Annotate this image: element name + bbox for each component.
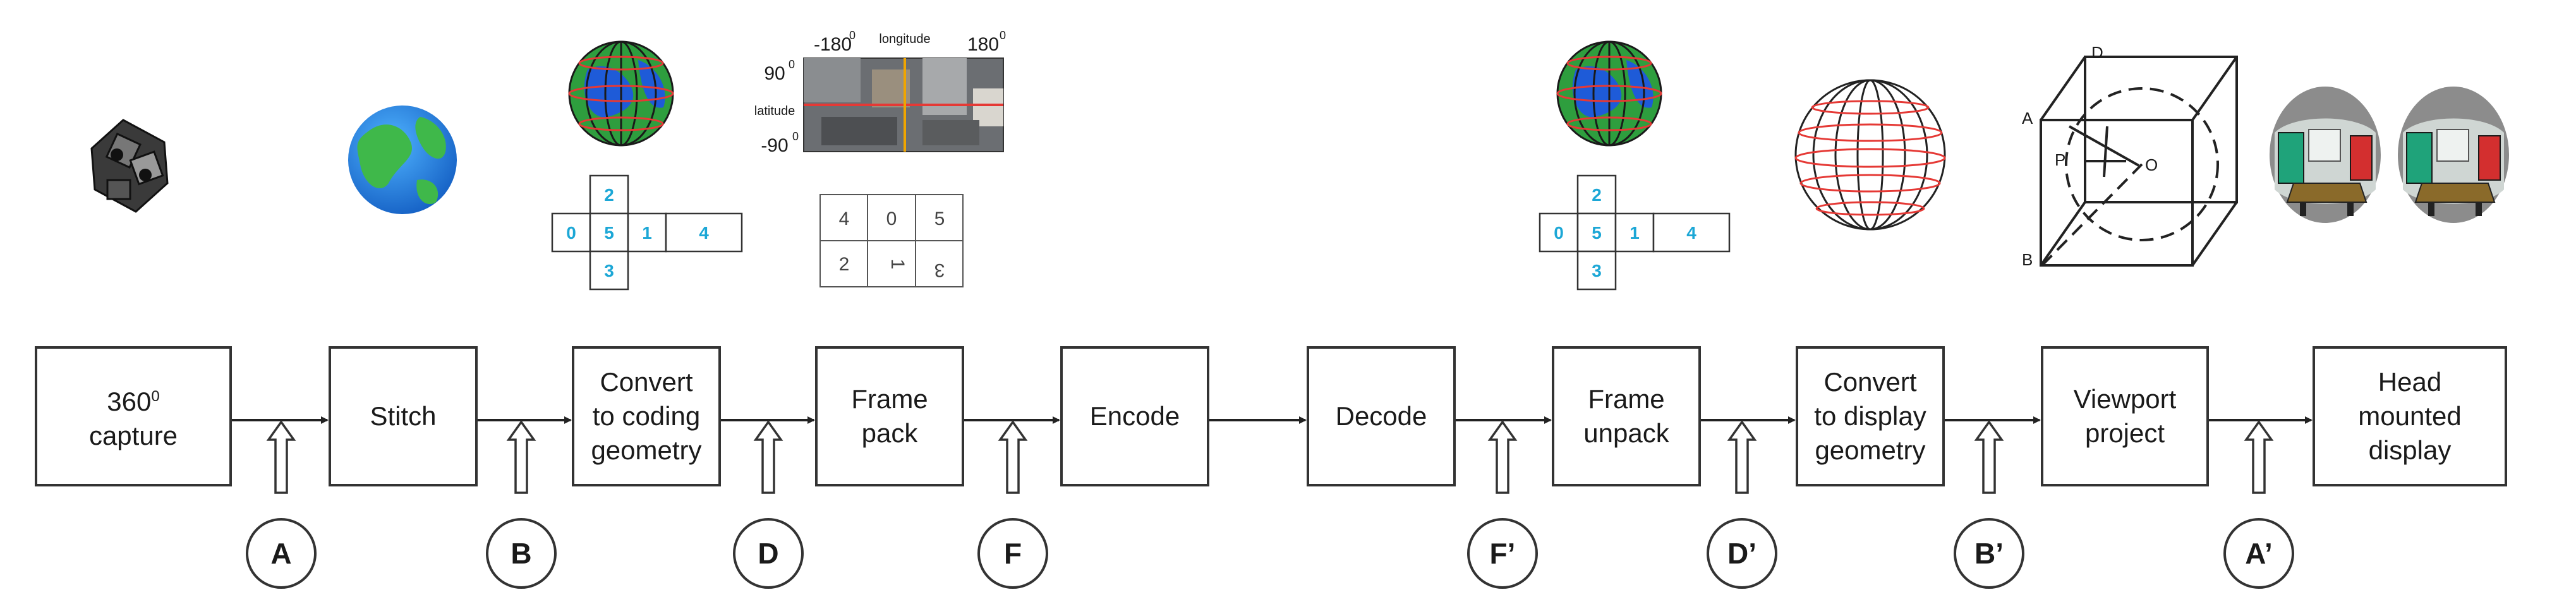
net-face-0: 0 <box>566 223 576 243</box>
svg-text:0: 0 <box>1554 223 1564 243</box>
packed-cell-2: 2 <box>839 254 850 275</box>
cube-label-d: D <box>2091 43 2103 62</box>
packed-frame <box>819 194 964 287</box>
stage-frame-unpack: Frame unpack <box>1552 346 1701 486</box>
tag-a: A <box>246 518 317 589</box>
stage-encode-label: Encode <box>1089 401 1180 431</box>
up-arrow-f-prime <box>1487 419 1518 494</box>
cube-label-p: P <box>2055 150 2065 169</box>
hmd-right-eye <box>2398 87 2509 223</box>
net-face-4: 4 <box>699 223 709 243</box>
stage-capture-label2: capture <box>88 421 178 450</box>
net-face-5: 5 <box>604 223 614 243</box>
stage-frame-pack: Frame pack <box>815 346 964 486</box>
up-arrow-a <box>266 419 296 494</box>
stage-capture-degree: 0 <box>151 388 160 405</box>
stage-frame-pack-label: Frame pack <box>851 384 928 448</box>
earth-globe-icon <box>348 106 457 214</box>
tag-f-prime: F’ <box>1467 518 1538 589</box>
packed-cell-4: 4 <box>839 208 850 229</box>
tag-d: D <box>733 518 804 589</box>
stage-stitch: Stitch <box>329 346 478 486</box>
cube-label-a: A <box>2022 109 2033 128</box>
hmd-left-eye <box>2270 87 2381 223</box>
stage-viewport: Viewport project <box>2041 346 2209 486</box>
stage-stitch-label: Stitch <box>370 401 437 431</box>
svg-text:1: 1 <box>1630 223 1640 243</box>
erp-lat-max-deg: 0 <box>789 58 795 71</box>
erp-lon-min-deg: 0 <box>849 29 856 42</box>
stage-convert-display-label: Convert to display geometry <box>1814 367 1926 465</box>
up-arrow-b <box>506 419 536 494</box>
up-arrow-f <box>998 419 1028 494</box>
packed-frame-labels: 4 0 5 2 1 3 <box>839 208 945 280</box>
cube-net-left-labels: 2 0 5 1 4 3 <box>566 185 709 280</box>
up-arrow-d <box>753 419 783 494</box>
wireframe-sphere-icon <box>1794 79 1946 231</box>
stage-decode: Decode <box>1307 346 1456 486</box>
net-face-bottom: 3 <box>604 261 614 280</box>
erp-lat-label: latitude <box>754 104 795 118</box>
cube-label-o: O <box>2145 155 2158 174</box>
net-face-top: 2 <box>604 185 614 205</box>
stage-convert-coding-label: Convert to coding geometry <box>591 367 702 465</box>
viewport-cube-labels: D A P O B <box>2022 43 2158 269</box>
tag-d-prime: D’ <box>1707 518 1777 589</box>
stage-capture-label: 360 <box>107 387 152 416</box>
up-arrow-b-prime <box>1974 419 2004 494</box>
packed-cell-3: 3 <box>934 260 945 280</box>
cube-net-right-labels: 2 0 5 1 4 3 <box>1554 185 1696 280</box>
erp-lat-max: 90 <box>764 63 785 84</box>
cube-net-right <box>1539 174 1731 291</box>
erp-panorama: -180 0 longitude 180 0 90 0 latitude -90… <box>754 29 1006 156</box>
up-arrow-a-prime <box>2244 419 2274 494</box>
up-arrow-d-prime <box>1727 419 1757 494</box>
tag-b-prime: B’ <box>1954 518 2024 589</box>
stage-convert-display: Convert to display geometry <box>1796 346 1945 486</box>
hollow-up-arrows <box>266 419 2274 494</box>
stage-hmd: Head mounted display <box>2313 346 2507 486</box>
stage-capture: 3600 capture <box>35 346 232 486</box>
net-face-1: 1 <box>642 223 652 243</box>
erp-lat-min-deg: 0 <box>792 130 799 143</box>
svg-text:3: 3 <box>1592 261 1602 280</box>
tag-f: F <box>977 518 1048 589</box>
stage-encode: Encode <box>1060 346 1209 486</box>
packed-cell-0: 0 <box>886 208 897 229</box>
viewport-cube-icon <box>2040 56 2238 267</box>
stage-frame-unpack-label: Frame unpack <box>1583 384 1669 448</box>
packed-cell-1: 1 <box>887 259 908 270</box>
erp-lon-label: longitude <box>879 32 930 46</box>
erp-lon-min: -180 <box>814 34 852 55</box>
camera-rig-icon <box>90 119 169 213</box>
stage-convert-coding: Convert to coding geometry <box>572 346 721 486</box>
grid-globe-icon-2 <box>1556 40 1662 147</box>
svg-text:5: 5 <box>1592 223 1602 243</box>
erp-lon-max-deg: 0 <box>1000 29 1006 42</box>
cube-net-left <box>551 174 743 291</box>
erp-lat-min: -90 <box>761 135 788 156</box>
hmd-stereo-view <box>2270 87 2509 223</box>
svg-text:2: 2 <box>1592 185 1602 205</box>
erp-lon-max: 180 <box>967 34 999 55</box>
packed-cell-5: 5 <box>934 208 945 229</box>
tag-b: B <box>486 518 557 589</box>
svg-text:4: 4 <box>1686 223 1696 243</box>
stage-hmd-label: Head mounted display <box>2358 367 2462 465</box>
grid-globe-icon <box>568 40 674 147</box>
cube-label-b: B <box>2022 250 2033 269</box>
stage-viewport-label: Viewport project <box>2073 384 2177 448</box>
tag-a-prime: A’ <box>2223 518 2294 589</box>
stage-decode-label: Decode <box>1335 401 1427 431</box>
